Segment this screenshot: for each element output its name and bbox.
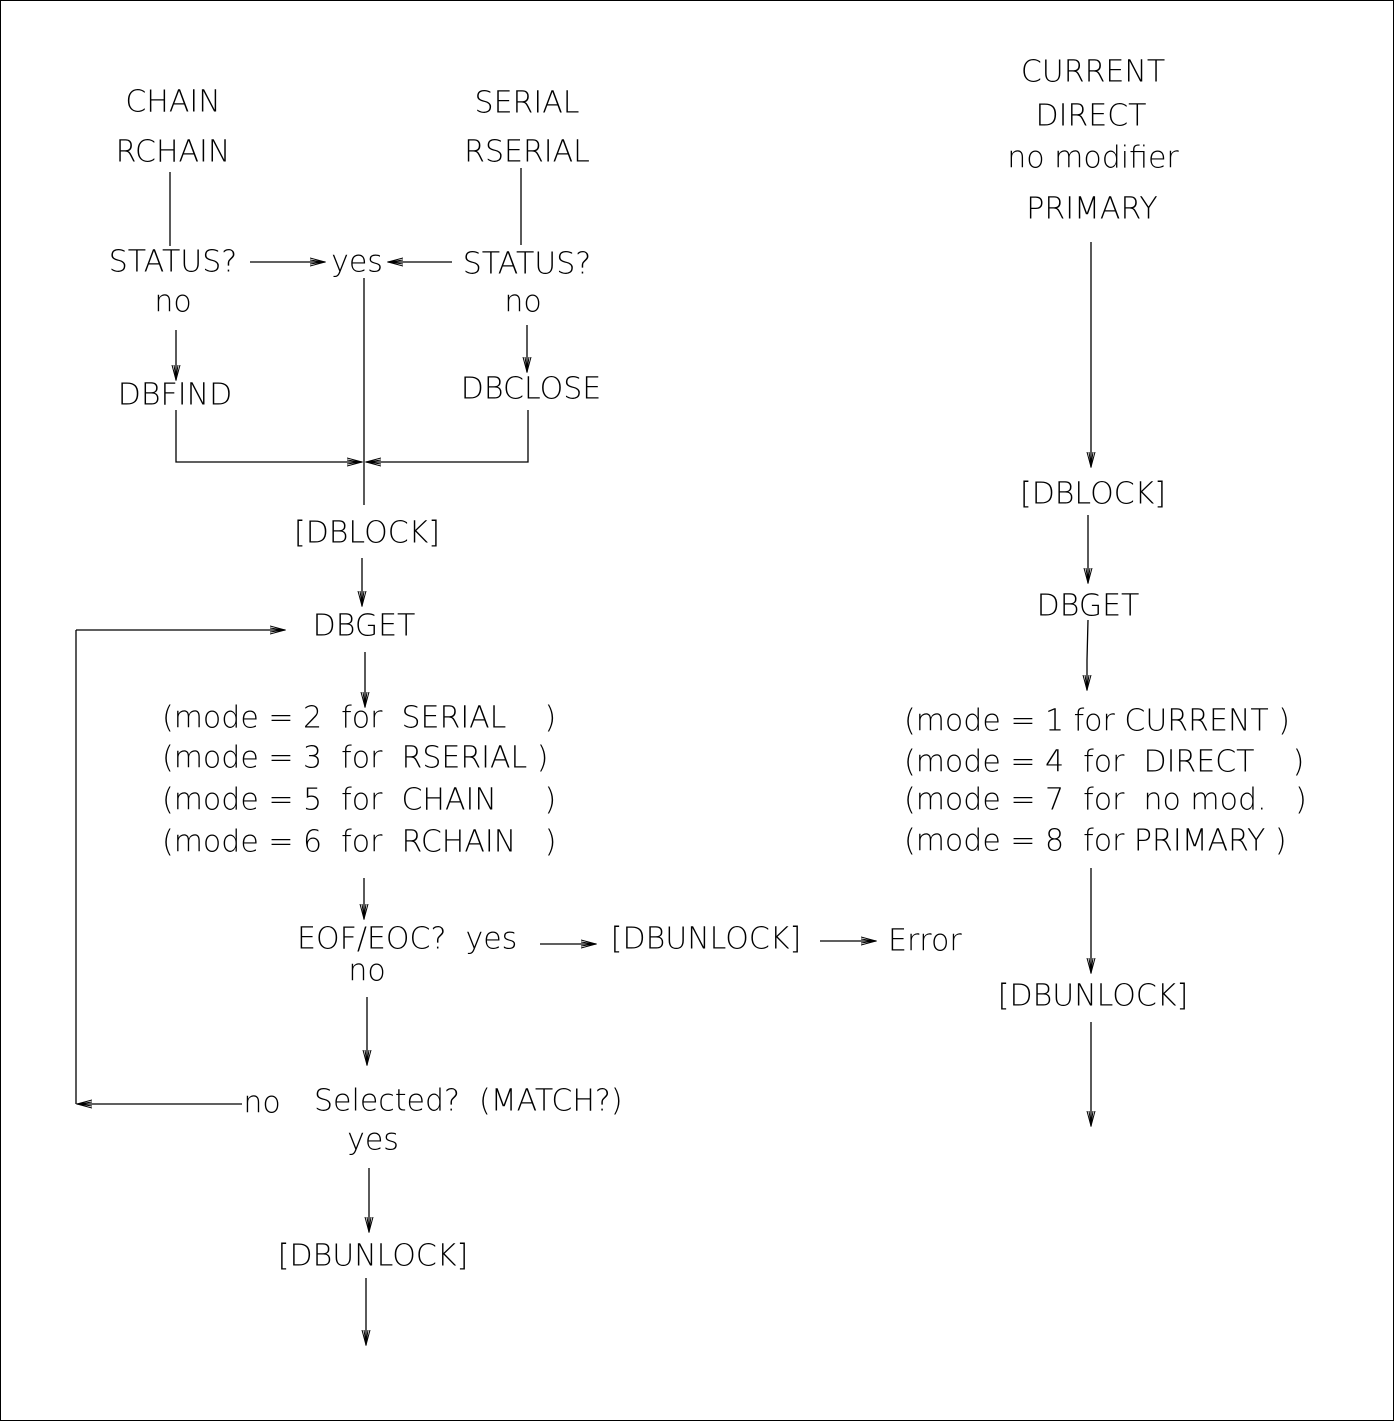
mode-line-3: (mode = 5 for CHAIN ) [162,783,556,818]
dblock-right: [DBLOCK] [1020,477,1166,512]
dbunlock-right: [DBUNLOCK] [998,979,1188,1014]
label-serial: SERIAL [475,86,580,121]
label-current: CURRENT [1021,55,1165,90]
selected-yes: yes [347,1123,399,1158]
label-no-modifier: no modifier [1007,141,1179,176]
mode-line-4: (mode = 6 for RCHAIN ) [162,825,556,860]
arrow-dbget-to-modes-right [1087,619,1088,690]
dbunlock-left-end: [DBUNLOCK] [278,1239,468,1274]
label-rserial: RSERIAL [464,135,590,170]
mode-line-1: (mode = 2 for SERIAL ) [162,701,556,736]
label-chain: CHAIN [125,85,220,120]
dbfind-merge-line [175,410,362,462]
dbget-right: DBGET [1037,589,1140,624]
label-primary: PRIMARY [1026,192,1157,227]
selected-match: Selected? (MATCH?) [314,1084,623,1119]
dbget-left: DBGET [313,609,416,644]
mode-line-2: (mode = 3 for RSERIAL ) [162,741,548,776]
dbfind: DBFIND [118,378,232,413]
dbunlock-error-path: [DBUNLOCK] [611,922,801,957]
dblock-left: [DBLOCK] [294,516,440,551]
right-mode-line-3: (mode = 7 for no mod. ) [904,783,1307,818]
dbclose-merge-line [366,410,529,462]
eof-no: no [348,954,385,989]
selected-no: no [243,1086,280,1121]
dbclose: DBCLOSE [461,372,601,407]
eof-eoc: EOF/EOC? yes [297,922,517,957]
no-left: no [154,285,191,320]
right-mode-line-2: (mode = 4 for DIRECT ) [904,745,1304,780]
right-mode-line-4: (mode = 8 for PRIMARY ) [904,824,1287,859]
label-direct: DIRECT [1035,99,1146,134]
status-right: STATUS? [463,247,591,282]
no-right: no [504,285,541,320]
error-label: Error [888,924,962,959]
status-left: STATUS? [109,245,237,280]
label-rchain: RCHAIN [116,135,231,170]
yes-center: yes [331,245,383,280]
right-mode-line-1: (mode = 1 for CURRENT ) [904,704,1290,739]
